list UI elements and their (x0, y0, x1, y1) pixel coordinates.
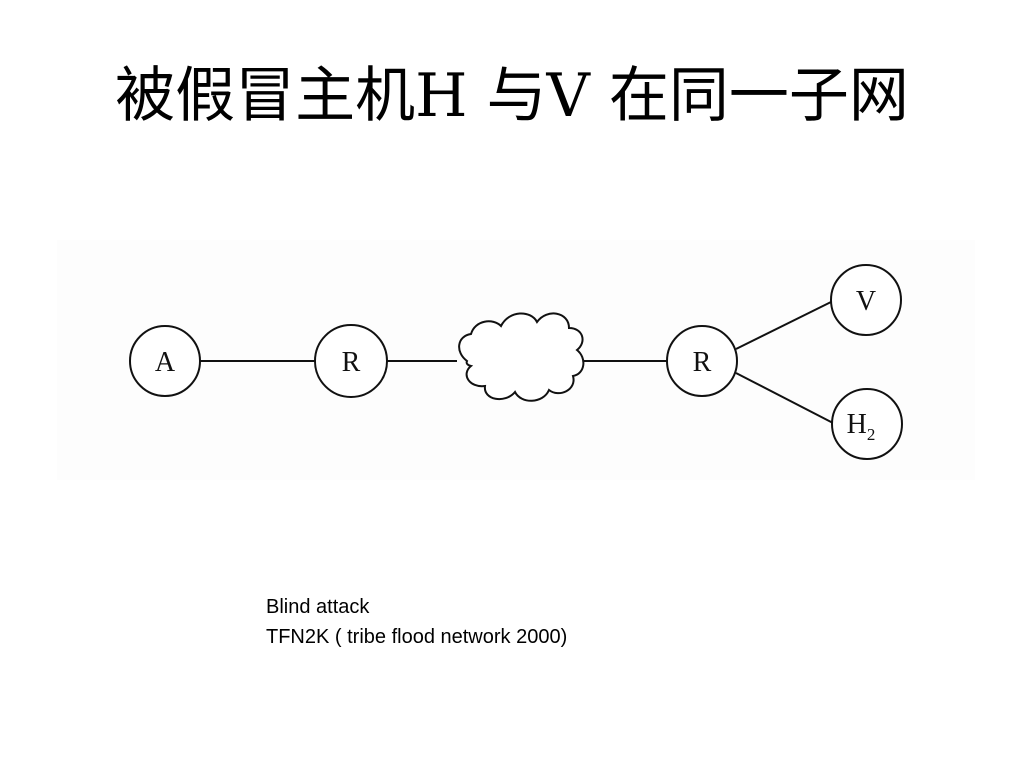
caption-line-1: Blind attack (266, 596, 370, 618)
network-diagram: A R R V H2 (57, 240, 975, 480)
node-spoofed-host-label: H2 (847, 409, 876, 444)
caption: Blind attack TFN2K ( tribe flood network… (266, 592, 567, 652)
node-victim: V (830, 264, 902, 336)
node-router-left-label: R (342, 347, 361, 378)
caption-line-2: TFN2K ( tribe flood network 2000) (266, 626, 568, 648)
node-router-left: R (314, 324, 388, 398)
link-router-host (735, 372, 834, 424)
node-attacker-label: A (155, 347, 176, 378)
node-spoofed-host-letter: H (847, 409, 867, 440)
slide-title: 被假冒主机H 与V 在同一子网 (115, 61, 909, 131)
network-diagram-svg: A R R V H2 (129, 264, 903, 460)
node-router-right-label: R (693, 347, 712, 378)
node-attacker: A (129, 325, 201, 397)
cloud-icon (458, 312, 585, 402)
node-spoofed-host: H2 (831, 388, 903, 460)
link-router-victim (735, 300, 834, 350)
node-victim-label: V (856, 286, 876, 317)
node-router-right: R (666, 325, 738, 397)
node-spoofed-host-subscript: 2 (867, 425, 876, 444)
